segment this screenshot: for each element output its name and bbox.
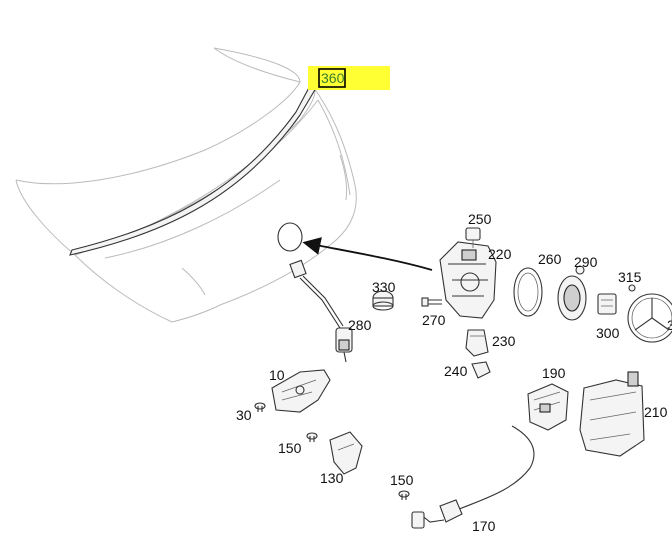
part-220 [439,241,497,319]
part-10 [271,369,331,413]
callout-220: 220 [488,246,512,262]
three-pointed-star-emblem-icon [627,293,672,343]
part-250 [465,227,481,248]
part-240 [471,361,491,379]
highlight-360: 360 [308,66,390,90]
callout-3: 3 [667,317,672,333]
pointer-arrow-icon [302,237,433,271]
callout-330: 330 [372,279,396,295]
highlight-box [318,68,346,88]
callout-30: 30 [236,407,252,423]
lid-handle-recess [277,222,303,252]
part-190 [527,383,569,431]
callout-300: 300 [596,325,620,341]
callout-10: 10 [269,367,285,383]
part-30 [254,402,266,412]
part-150-left [306,432,318,442]
part-150-bottom [398,490,410,500]
callout-315: 315 [618,269,642,285]
part-210 [579,371,645,457]
part-315 [628,284,636,292]
callout-190: 190 [542,365,566,381]
callout-270: 270 [422,312,446,328]
callout-230: 230 [492,333,516,349]
part-260 [513,267,543,317]
callout-250: 250 [468,211,492,227]
part-290 [557,265,587,321]
callout-240: 240 [444,363,468,379]
callout-170: 170 [472,518,496,534]
highlight-bar [308,66,390,90]
part-130 [329,431,363,475]
part-170 [411,425,535,529]
callout-280: 280 [348,317,372,333]
highlight-label: 360 [321,70,345,86]
callout-260: 260 [538,251,562,267]
part-330 [372,290,394,311]
callout-290: 290 [574,254,598,270]
part-270 [421,297,442,307]
spoiler-lip [69,80,317,256]
part-230 [465,329,489,357]
part-280 [289,259,353,363]
part-300 [597,293,617,315]
callout-130: 130 [320,470,344,486]
callout-150a: 150 [278,440,302,456]
trunk-lid [15,47,357,323]
callout-210: 210 [644,404,668,420]
callout-150b: 150 [390,472,414,488]
